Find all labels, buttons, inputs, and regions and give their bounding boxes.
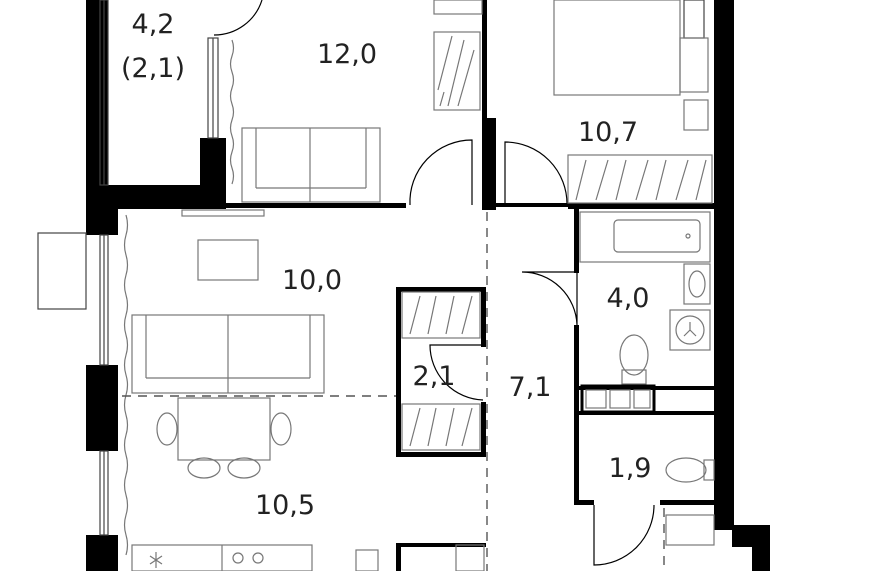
kitchen-area-label: 10,5 (255, 490, 315, 521)
windows (37, 0, 705, 536)
balcony-area-label: 4,2 (132, 9, 175, 40)
living-room-area-label: 10,0 (282, 265, 342, 296)
wardrobe-area-label: 2,1 (413, 361, 456, 392)
room-labels: 4,2 (2,1) 12,0 10,7 10,0 4,0 2,1 7,1 1,9… (121, 9, 651, 521)
toilet-area-label: 1,9 (609, 453, 652, 484)
balcony-area-secondary-label: (2,1) (121, 53, 185, 84)
furniture (131, 0, 715, 571)
bedroom-1-area-label: 12,0 (317, 39, 377, 70)
bedroom-2-area-label: 10,7 (578, 117, 638, 148)
zone-dividers (122, 212, 665, 571)
hallway-area-label: 7,1 (509, 372, 552, 403)
doors (213, 0, 655, 566)
walls (86, 0, 770, 571)
bathroom-area-label: 4,0 (607, 283, 650, 314)
curtains (123, 39, 235, 556)
